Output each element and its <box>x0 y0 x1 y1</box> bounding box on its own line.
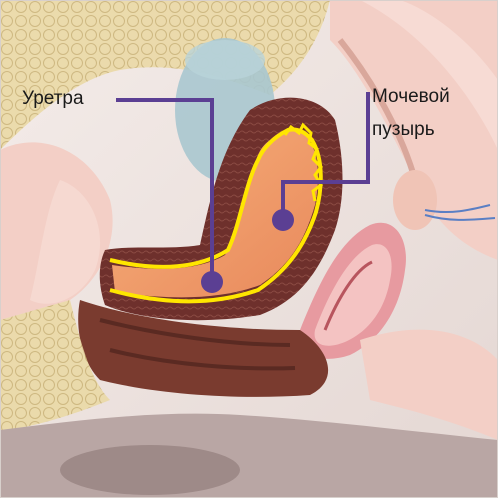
lower-structure-shadow <box>60 445 240 495</box>
skin-fold <box>30 180 101 304</box>
fatty-tissue-lower <box>0 300 110 430</box>
muscle-fiber <box>109 348 296 371</box>
bladder-lumen <box>112 129 318 298</box>
perineal-muscle <box>78 300 329 397</box>
blood-vessel <box>424 214 496 221</box>
blood-vessel <box>424 204 491 214</box>
urethra-highlight-outline <box>109 127 323 304</box>
bladder-label-line2: пузырь <box>372 119 435 140</box>
muscle-fiber <box>99 318 291 347</box>
vaginal-lumen <box>314 244 392 346</box>
urethra-callout-dot <box>201 271 223 293</box>
urethra-callout-line <box>116 98 214 282</box>
uterus-fold <box>360 0 498 150</box>
vaginal-fold <box>323 260 373 331</box>
bladder-callout-dot <box>272 209 294 231</box>
perineal-skin <box>360 329 498 440</box>
ovary <box>393 170 437 230</box>
fatty-tissue-upper <box>0 0 330 150</box>
bladder-callout-line <box>281 92 370 220</box>
bladder-rugae-outline <box>283 122 323 202</box>
bladder-label-line1: Мочевой <box>372 86 450 107</box>
bone-highlight <box>185 40 265 80</box>
urethra-label: Уретра <box>22 88 84 109</box>
